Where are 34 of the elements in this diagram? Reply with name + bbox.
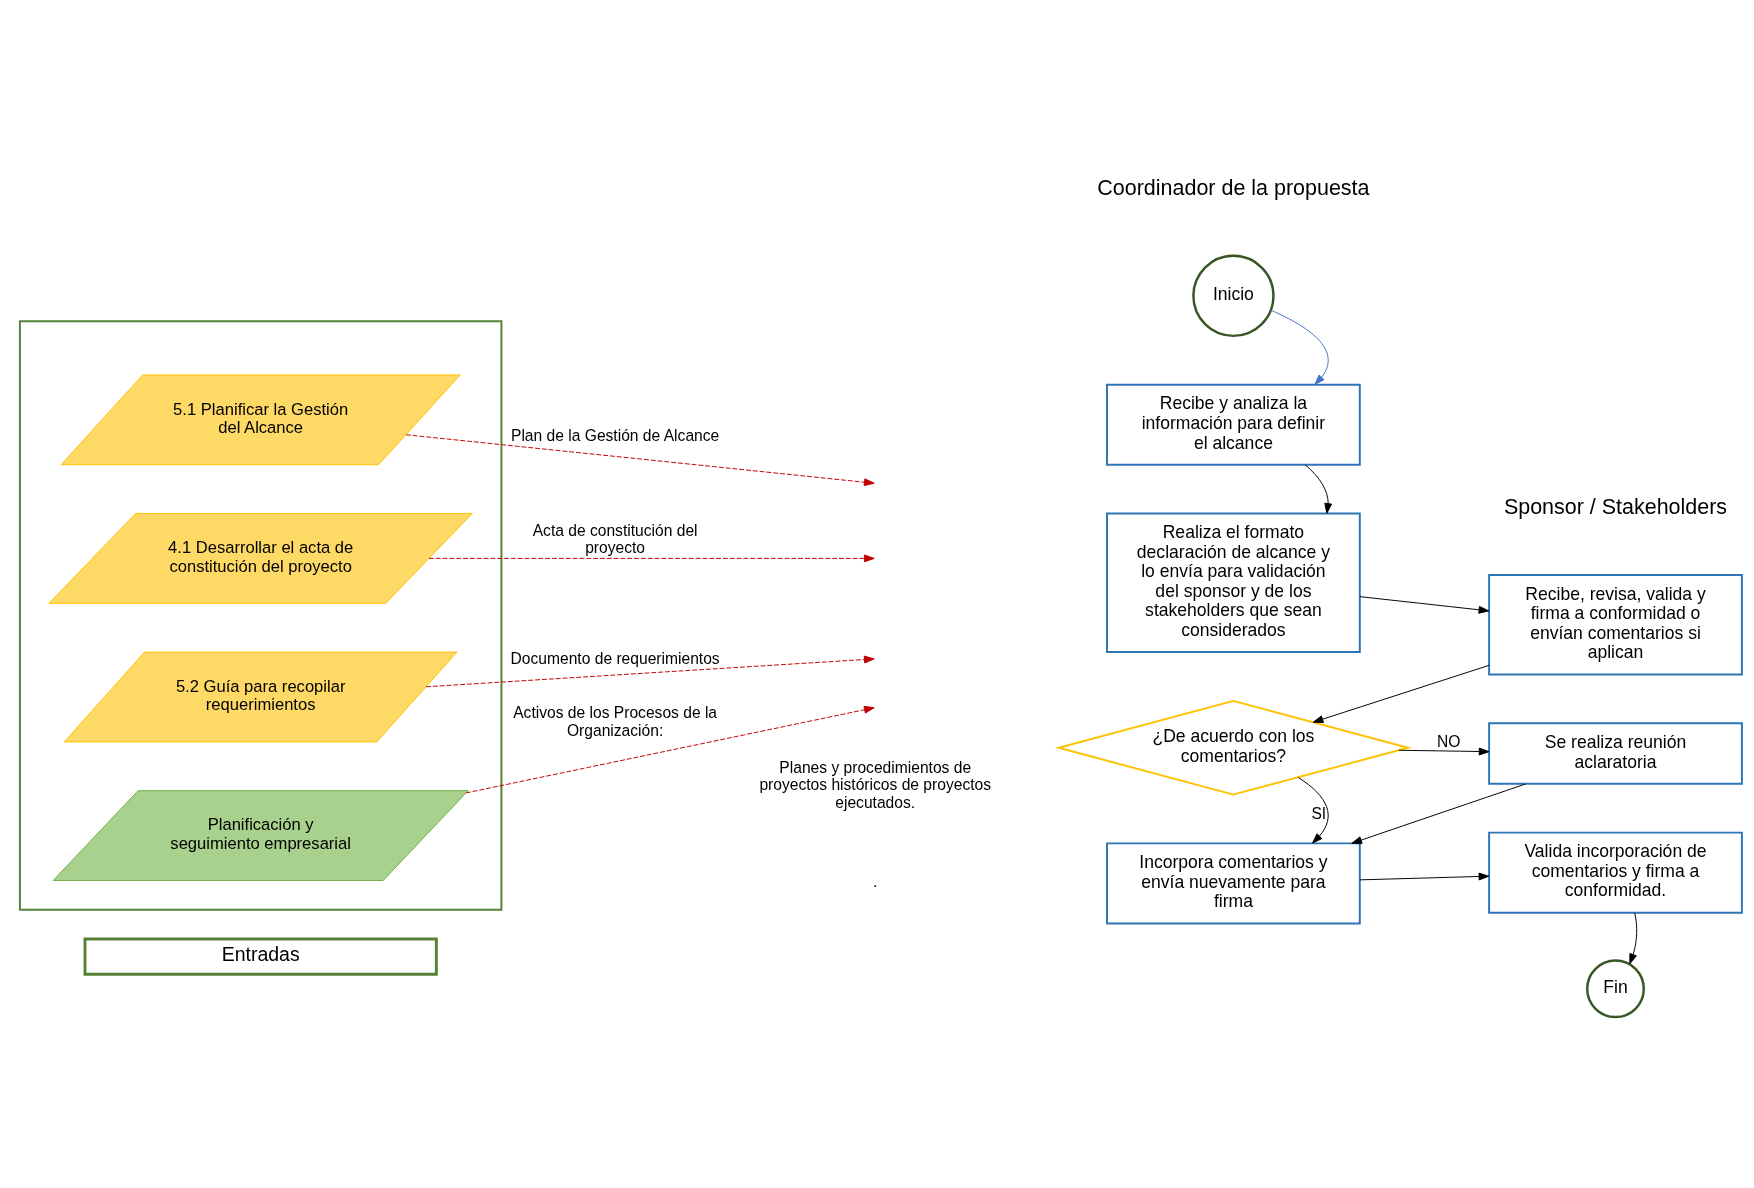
arrow [1398, 747, 1490, 755]
node-box: Entradas [83, 937, 438, 976]
label: Coordinador de la propuesta [1097, 175, 1370, 200]
edge-label: Plan de la Gestión de Alcance [510, 426, 720, 444]
arrow [1312, 664, 1490, 723]
arrow [1297, 776, 1329, 844]
arrow [405, 433, 875, 486]
node-box: Recibe y analiza la información para definir el alcance [1106, 383, 1361, 466]
arrow [1359, 595, 1490, 614]
arrow [1359, 872, 1490, 880]
node-box: Recibe, revisa, valida y firma a conformidad o envían comentarios si aplican [1488, 573, 1743, 675]
node-box: Realiza el formato declaración de alcance y lo envía para validación del sponsor y de los stakeholders que sean considerados [1106, 512, 1361, 653]
edge-label: NO [1436, 732, 1461, 750]
node-circle: Fin [1586, 958, 1645, 1018]
arrow [1629, 911, 1638, 964]
node-circle: Inicio [1192, 254, 1275, 337]
arrow [428, 554, 875, 562]
node-box: Se realiza reunión aclaratoria [1488, 721, 1743, 785]
arrow [1304, 463, 1333, 514]
cluster [18, 319, 503, 911]
node-box: Incorpora comentarios y envía nuevamente para firma [1106, 841, 1361, 924]
node-diamond: ¿De acuerdo con los comentarios? [1054, 699, 1412, 796]
label: Planes y procedimientos de proyectos históricos de proyectos ejecutados. [759, 758, 992, 811]
arrow [1270, 309, 1329, 385]
edge-label: SI [1311, 804, 1327, 822]
edge-label: Acta de constitución del proyecto [532, 521, 698, 556]
arrow [425, 655, 875, 687]
label: . [873, 872, 878, 890]
edge-label: Activos de los Procesos de la Organización: [513, 703, 718, 739]
label: Sponsor / Stakeholders [1503, 494, 1728, 519]
arrow [465, 705, 875, 793]
edge-label: Documento de requerimientos [510, 649, 720, 667]
node-box: Valida incorporación de comentarios y firma a conformidad. [1488, 831, 1743, 914]
arrow [1351, 782, 1527, 844]
